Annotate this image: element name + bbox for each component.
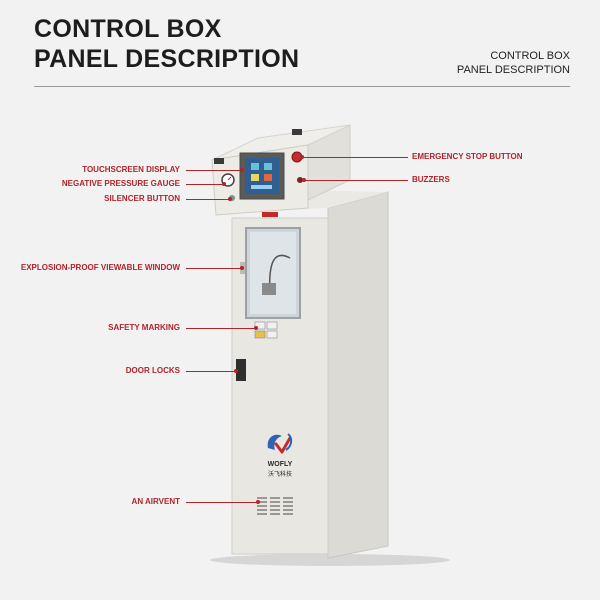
callout-touchscreen-leader: [186, 170, 242, 171]
door-lock[interactable]: [236, 359, 246, 381]
callout-gauge-dot: [222, 182, 226, 186]
callout-silencer-dot: [228, 197, 232, 201]
safety-sticker-2: [266, 321, 278, 330]
callout-gauge-leader: [186, 184, 224, 185]
callout-window-label: EXPLOSION-PROOF VIEWABLE WINDOW: [20, 263, 180, 272]
window-glass: [250, 232, 296, 314]
callout-door-locks-dot: [234, 369, 238, 373]
regulator-body: [262, 283, 276, 295]
screen-tile-2: [264, 163, 272, 170]
red-tag: [262, 212, 278, 217]
callout-touchscreen-dot: [240, 168, 244, 172]
corner-cap-right: [292, 129, 302, 135]
callout-window-dot: [240, 266, 244, 270]
subtitle-line-1: CONTROL BOX: [490, 50, 570, 62]
callout-buzzers-leader: [304, 180, 408, 181]
wofly-logo-icon: [267, 433, 293, 454]
cabinet-side-panel: [327, 191, 389, 559]
safety-sticker-4: [266, 330, 278, 339]
title-line-2: PANEL DESCRIPTION: [34, 45, 300, 73]
corner-cap-left: [214, 158, 224, 164]
screen-tile-5: [251, 185, 272, 189]
callout-airvent-label: AN AIRVENT: [131, 497, 180, 506]
page-title: CONTROL BOX PANEL DESCRIPTION: [34, 14, 299, 74]
callout-safety-leader: [186, 328, 256, 329]
buzzer-icon: [297, 177, 303, 183]
callout-gauge-label: NEGATIVE PRESSURE GAUGE: [61, 179, 180, 188]
callout-airvent-dot: [256, 500, 260, 504]
callout-buzzers-label: BUZZERS: [412, 175, 450, 184]
callout-window-leader: [186, 268, 242, 269]
airvent-grille: [257, 497, 293, 515]
callout-silencer-label: SILENCER BUTTON: [104, 194, 180, 203]
header-divider: [34, 86, 570, 87]
callout-door-locks-leader: [186, 371, 236, 372]
callout-emergency-label: EMERGENCY STOP BUTTON: [412, 152, 523, 161]
subtitle-line-2: PANEL DESCRIPTION: [456, 64, 570, 76]
screen-tile-3: [251, 174, 259, 181]
callout-airvent-leader: [186, 502, 258, 503]
callout-silencer-leader: [186, 199, 230, 200]
callout-safety-dot: [254, 326, 258, 330]
page-subtitle: CONTROL BOX PANEL DESCRIPTION: [457, 49, 570, 77]
brand-name-cn: 沃飞科技: [268, 470, 292, 478]
callout-emergency-leader: [302, 157, 408, 158]
gauge-needle: [227, 176, 232, 181]
safety-sticker-1: [254, 321, 266, 330]
callout-safety-label: SAFETY MARKING: [108, 323, 180, 332]
callout-door-locks-label: DOOR LOCKS: [125, 366, 180, 375]
floor-shadow: [210, 554, 450, 566]
callout-touchscreen-label: TOUCHSCREEN DISPLAY: [82, 165, 180, 174]
screen-tile-4: [264, 174, 272, 181]
screen-tile-1: [251, 163, 259, 170]
safety-sticker-3: [254, 330, 266, 339]
title-line-1: CONTROL BOX: [34, 15, 222, 43]
brand-name: WOFLY: [268, 461, 293, 468]
